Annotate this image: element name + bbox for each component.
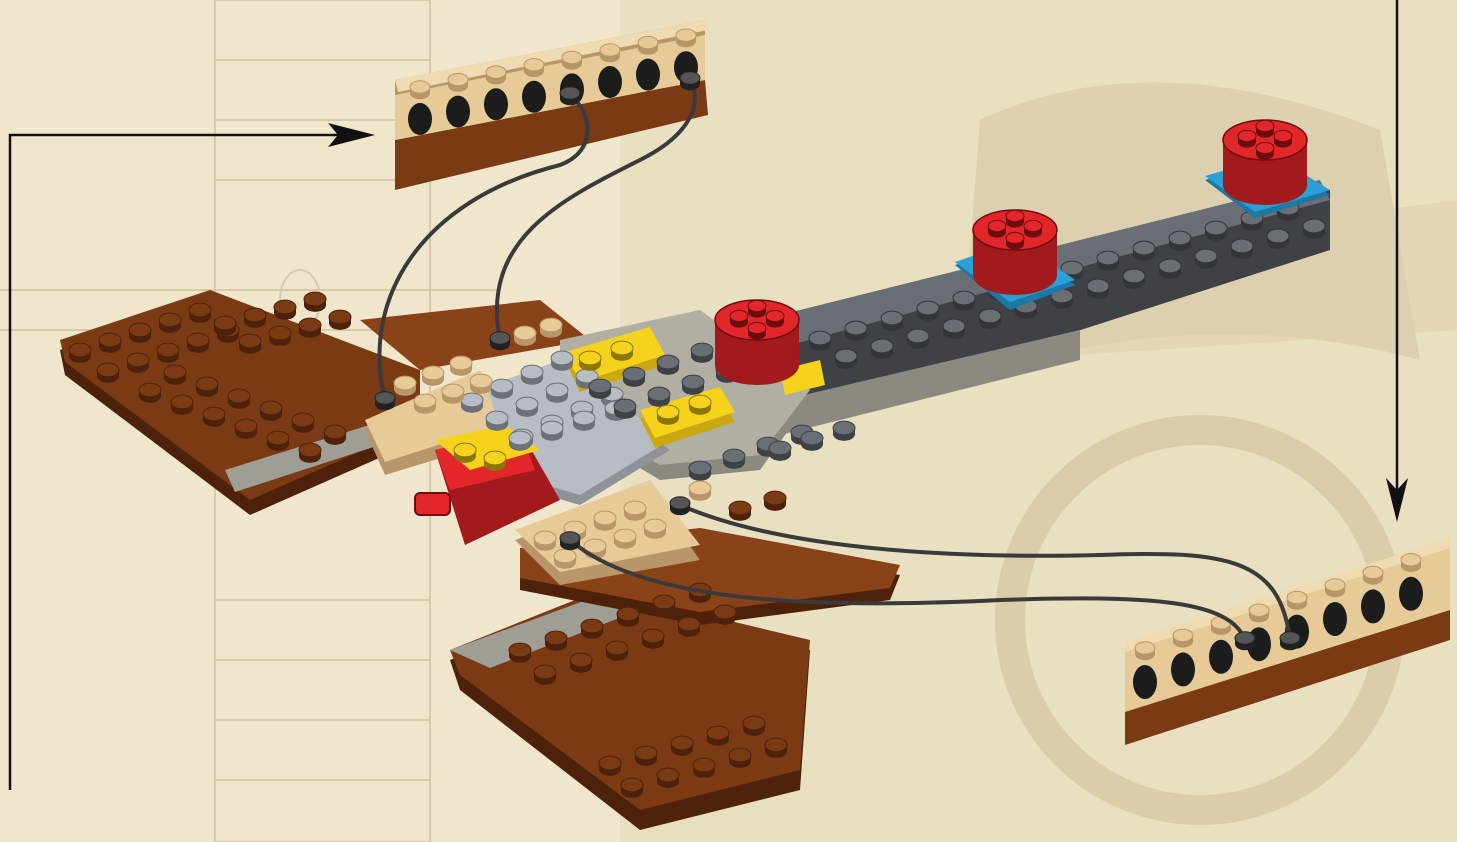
diagram-canvas — [0, 0, 1457, 842]
assembly-diagram — [0, 0, 1457, 842]
